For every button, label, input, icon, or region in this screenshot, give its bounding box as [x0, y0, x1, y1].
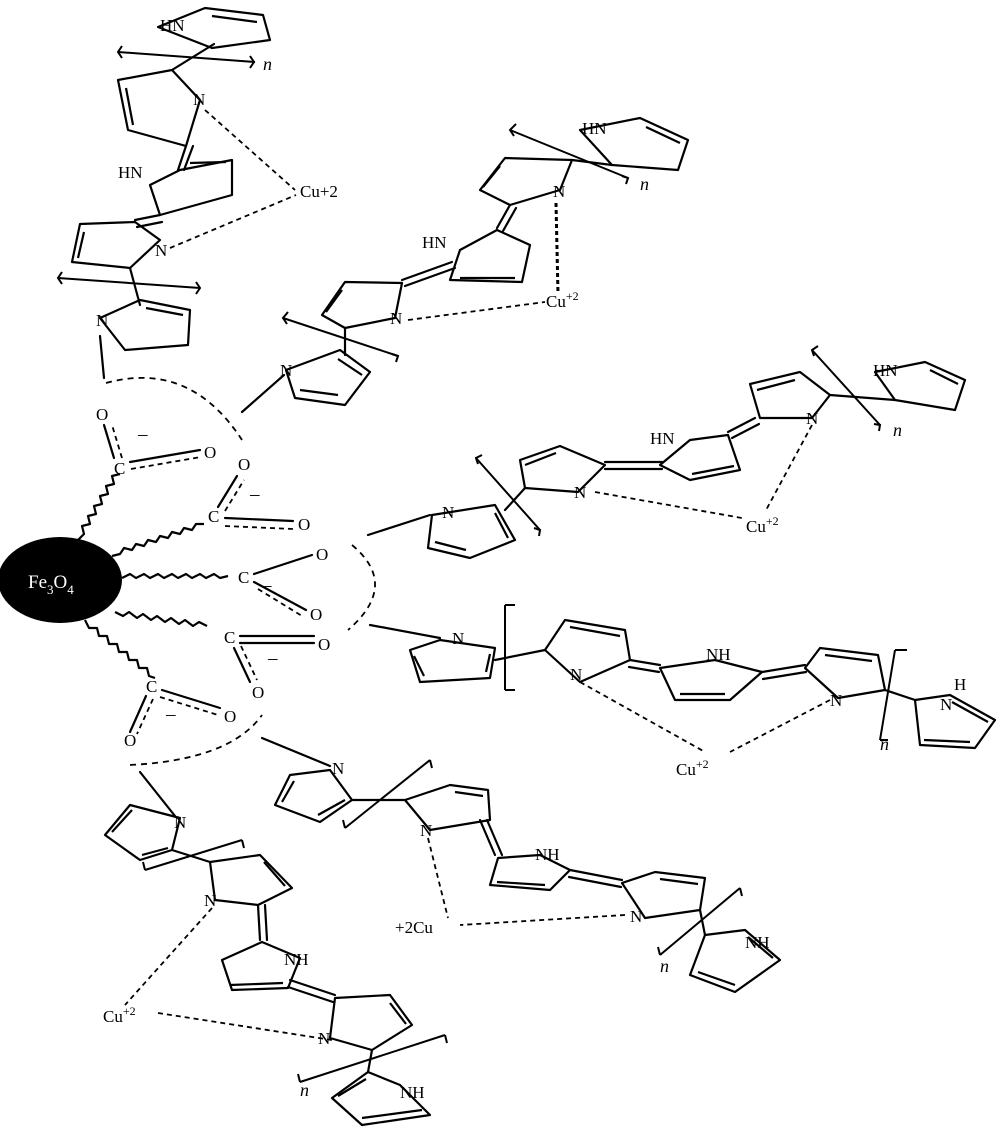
- o-atom: O: [316, 545, 328, 564]
- chain-3: HN n N HN N N Cu+2: [426, 345, 967, 560]
- n-label: N: [553, 182, 565, 201]
- o-atom: O: [96, 405, 108, 424]
- linker-1: [77, 472, 121, 541]
- h-label: H: [954, 675, 966, 694]
- minus-charge: –: [165, 704, 176, 725]
- nh-label: NH: [745, 933, 770, 952]
- o-label: O: [54, 572, 68, 593]
- n-label: N: [830, 691, 842, 710]
- n-label: N: [570, 665, 582, 684]
- hn-label: HN: [160, 16, 185, 35]
- nh-label: NH: [535, 845, 560, 864]
- c-atom: C: [238, 568, 249, 587]
- hn-label: HN: [422, 233, 447, 252]
- o-atom: O: [204, 443, 216, 462]
- o-sub: 4: [67, 582, 74, 597]
- n-label: N: [806, 409, 818, 428]
- c-atom: C: [146, 677, 157, 696]
- chain-1: HN n N HN N N: [56, 6, 338, 352]
- o-atom: O: [224, 707, 236, 726]
- nh-label: NH: [400, 1083, 425, 1102]
- n-label: N: [420, 821, 432, 840]
- n-label: N: [204, 891, 216, 910]
- svg-text:Fe3O4: Fe3O4: [28, 572, 74, 597]
- carboxylate-4: C O O –: [224, 628, 330, 702]
- connectors: [98, 334, 442, 818]
- linker-3: [121, 572, 229, 580]
- o-atom: O: [252, 683, 264, 702]
- n-label: N: [390, 309, 402, 328]
- c-atom: C: [114, 459, 125, 478]
- minus-charge: –: [137, 424, 148, 445]
- hn-label: HN: [582, 119, 607, 138]
- cu-ion: Cu+2: [676, 757, 709, 779]
- carboxylate-1: C O O –: [96, 405, 216, 478]
- n-label: N: [332, 759, 344, 778]
- linker-5: [84, 619, 156, 680]
- hn-label: HN: [650, 429, 675, 448]
- fe3o4-core: Fe3O4: [0, 537, 122, 623]
- carboxylate-2: C O O –: [208, 455, 310, 534]
- cu-ion: Cu+2: [300, 182, 338, 201]
- repeat-n: n: [300, 1080, 309, 1100]
- nh-label: NH: [284, 950, 309, 969]
- chain-4: N N NH N n N H Cu+2: [408, 604, 997, 779]
- repeat-n: n: [660, 956, 669, 976]
- repeat-n: n: [640, 174, 649, 194]
- minus-charge: –: [261, 575, 272, 596]
- n-label: N: [193, 90, 205, 109]
- chain-5: N N NH N n NH +2Cu: [273, 759, 782, 994]
- n-label: N: [174, 813, 186, 832]
- n-label: N: [574, 483, 586, 502]
- o-atom: O: [310, 605, 322, 624]
- cu-ion: Cu+2: [746, 514, 779, 536]
- n-label: N: [96, 311, 108, 330]
- nh-label: N: [940, 695, 952, 714]
- n-label: N: [155, 241, 167, 260]
- carboxylate-5: C O O –: [124, 677, 236, 750]
- n-label: N: [452, 629, 464, 648]
- chain-6: N N NH N n NH Cu+2: [103, 803, 448, 1127]
- cu-ion: Cu+2: [103, 1004, 136, 1026]
- carboxylate-3: C O O –: [238, 545, 328, 624]
- repeat-n: n: [880, 734, 889, 754]
- minus-charge: –: [267, 648, 278, 669]
- wavy-linkers: [77, 472, 229, 680]
- n-label: N: [280, 361, 292, 380]
- hn-label: HN: [873, 361, 898, 380]
- o-atom: O: [124, 731, 136, 750]
- n-label: N: [630, 907, 642, 926]
- minus-charge: –: [249, 484, 260, 505]
- c-atom: C: [224, 628, 235, 647]
- n-label: N: [318, 1029, 330, 1048]
- chain-2: HN n N HN N N Cu+2: [280, 116, 690, 407]
- repeat-n: n: [893, 420, 902, 440]
- linker-2: [111, 522, 204, 558]
- fe-sub: 3: [47, 582, 54, 597]
- o-atom: O: [318, 635, 330, 654]
- c-atom: C: [208, 507, 219, 526]
- o-atom: O: [238, 455, 250, 474]
- n-label: N: [442, 503, 454, 522]
- electrostatic-arcs: [105, 376, 376, 766]
- nh-label: NH: [706, 645, 731, 664]
- repeat-n: n: [263, 54, 272, 74]
- cu-ion: Cu+2: [546, 289, 579, 311]
- o-atom: O: [298, 515, 310, 534]
- cu-ion: +2Cu: [395, 918, 433, 937]
- linker-4: [114, 610, 208, 628]
- fe-label: Fe: [28, 572, 47, 593]
- hn-label: HN: [118, 163, 143, 182]
